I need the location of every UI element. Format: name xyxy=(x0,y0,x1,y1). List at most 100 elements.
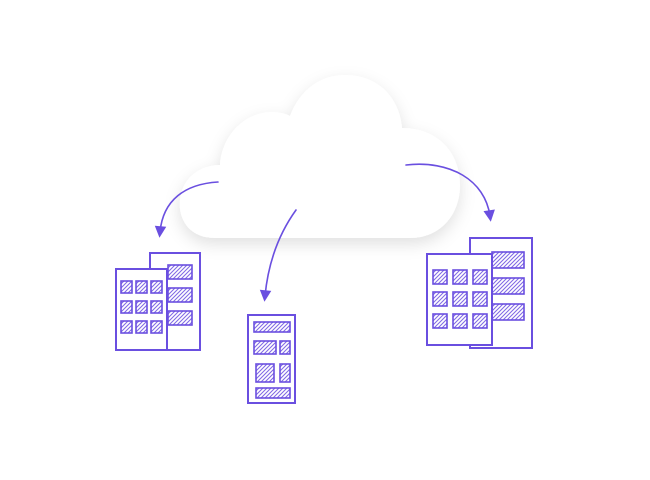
window-hatch xyxy=(167,287,176,296)
window-hatch xyxy=(432,313,445,326)
window-hatch xyxy=(278,321,290,333)
window-hatch xyxy=(120,300,129,309)
window-hatch xyxy=(266,321,278,333)
window-hatch xyxy=(491,277,504,290)
window xyxy=(253,321,291,333)
window-hatch xyxy=(180,267,193,280)
window-hatch xyxy=(172,287,188,303)
window-hatch xyxy=(263,341,277,355)
window-hatch xyxy=(472,269,477,274)
window-hatch xyxy=(432,269,445,282)
window-hatch xyxy=(506,303,524,321)
window-hatch xyxy=(255,340,270,355)
window-hatch xyxy=(157,308,163,314)
window-hatch xyxy=(485,326,488,329)
window-hatch xyxy=(502,251,520,269)
window-hatch xyxy=(260,387,272,399)
window-hatch xyxy=(481,322,488,329)
window-hatch xyxy=(127,308,133,314)
window-hatch xyxy=(288,380,291,383)
window-hatch xyxy=(491,303,504,316)
window-hatch xyxy=(184,294,193,303)
window-hatch xyxy=(255,363,260,368)
window-hatch xyxy=(167,310,180,323)
window xyxy=(135,280,148,294)
window-hatch xyxy=(267,345,277,355)
window-hatch xyxy=(167,310,172,315)
window-hatch xyxy=(176,264,192,280)
window-hatch xyxy=(285,349,291,355)
window-hatch xyxy=(255,363,264,372)
window-hatch xyxy=(120,280,125,285)
window-hatch xyxy=(127,288,133,294)
window xyxy=(150,300,163,314)
window-hatch xyxy=(260,368,275,383)
window-hatch xyxy=(472,313,485,326)
window-hatch xyxy=(432,269,437,274)
window-hatch xyxy=(254,321,266,333)
window xyxy=(150,280,163,294)
window-hatch xyxy=(485,282,488,285)
window xyxy=(135,320,148,334)
window-hatch xyxy=(522,292,525,295)
window-hatch xyxy=(461,300,468,307)
window-hatch xyxy=(262,321,274,333)
window-hatch xyxy=(279,363,288,372)
window-hatch xyxy=(452,269,461,278)
window-hatch xyxy=(452,291,461,300)
window-hatch xyxy=(271,349,277,355)
window-hatch xyxy=(150,280,159,289)
window-hatch xyxy=(142,328,148,334)
window-hatch xyxy=(433,314,448,329)
window-hatch xyxy=(279,341,291,353)
window-hatch xyxy=(465,282,468,285)
window-hatch xyxy=(167,287,180,300)
window-hatch xyxy=(172,264,188,280)
window-hatch xyxy=(432,269,441,278)
window-hatch xyxy=(472,313,481,322)
window-hatch xyxy=(270,321,282,333)
window-hatch xyxy=(452,269,465,282)
window-hatch xyxy=(274,321,286,333)
window-hatch xyxy=(473,292,488,307)
window-hatch xyxy=(457,296,468,307)
window-hatch xyxy=(176,287,192,303)
window-hatch xyxy=(127,328,133,334)
window-hatch xyxy=(437,318,448,329)
window-hatch xyxy=(472,291,481,300)
window-hatch xyxy=(477,318,488,329)
window xyxy=(120,320,133,334)
window-hatch xyxy=(502,277,520,295)
window-hatch xyxy=(255,387,260,392)
window-hatch xyxy=(280,372,291,383)
window-hatch xyxy=(522,266,525,269)
window-hatch xyxy=(272,387,284,399)
window-hatch xyxy=(472,313,477,318)
window-hatch xyxy=(150,320,163,333)
window-hatch xyxy=(433,270,448,285)
window-hatch xyxy=(135,320,144,329)
window-hatch xyxy=(472,291,477,296)
window-hatch xyxy=(437,296,448,307)
window-hatch xyxy=(477,296,488,307)
window-hatch xyxy=(491,251,500,260)
window-hatch xyxy=(255,363,268,376)
window-hatch xyxy=(281,345,291,355)
window-hatch xyxy=(445,282,448,285)
window-hatch xyxy=(268,387,280,399)
window-hatch xyxy=(253,340,258,345)
window-hatch xyxy=(184,271,193,280)
window-hatch xyxy=(135,300,144,309)
window-hatch xyxy=(258,321,270,333)
window-hatch xyxy=(461,322,468,329)
window-hatch xyxy=(123,304,133,314)
window-hatch xyxy=(506,251,524,269)
window-hatch xyxy=(288,396,291,399)
window-hatch xyxy=(494,277,512,295)
window-hatch xyxy=(167,264,180,277)
window-hatch xyxy=(120,280,129,289)
window-hatch xyxy=(452,269,457,274)
window-hatch xyxy=(138,284,148,294)
arrow-to-left-buildings xyxy=(154,181,219,238)
window-hatch xyxy=(494,251,512,269)
